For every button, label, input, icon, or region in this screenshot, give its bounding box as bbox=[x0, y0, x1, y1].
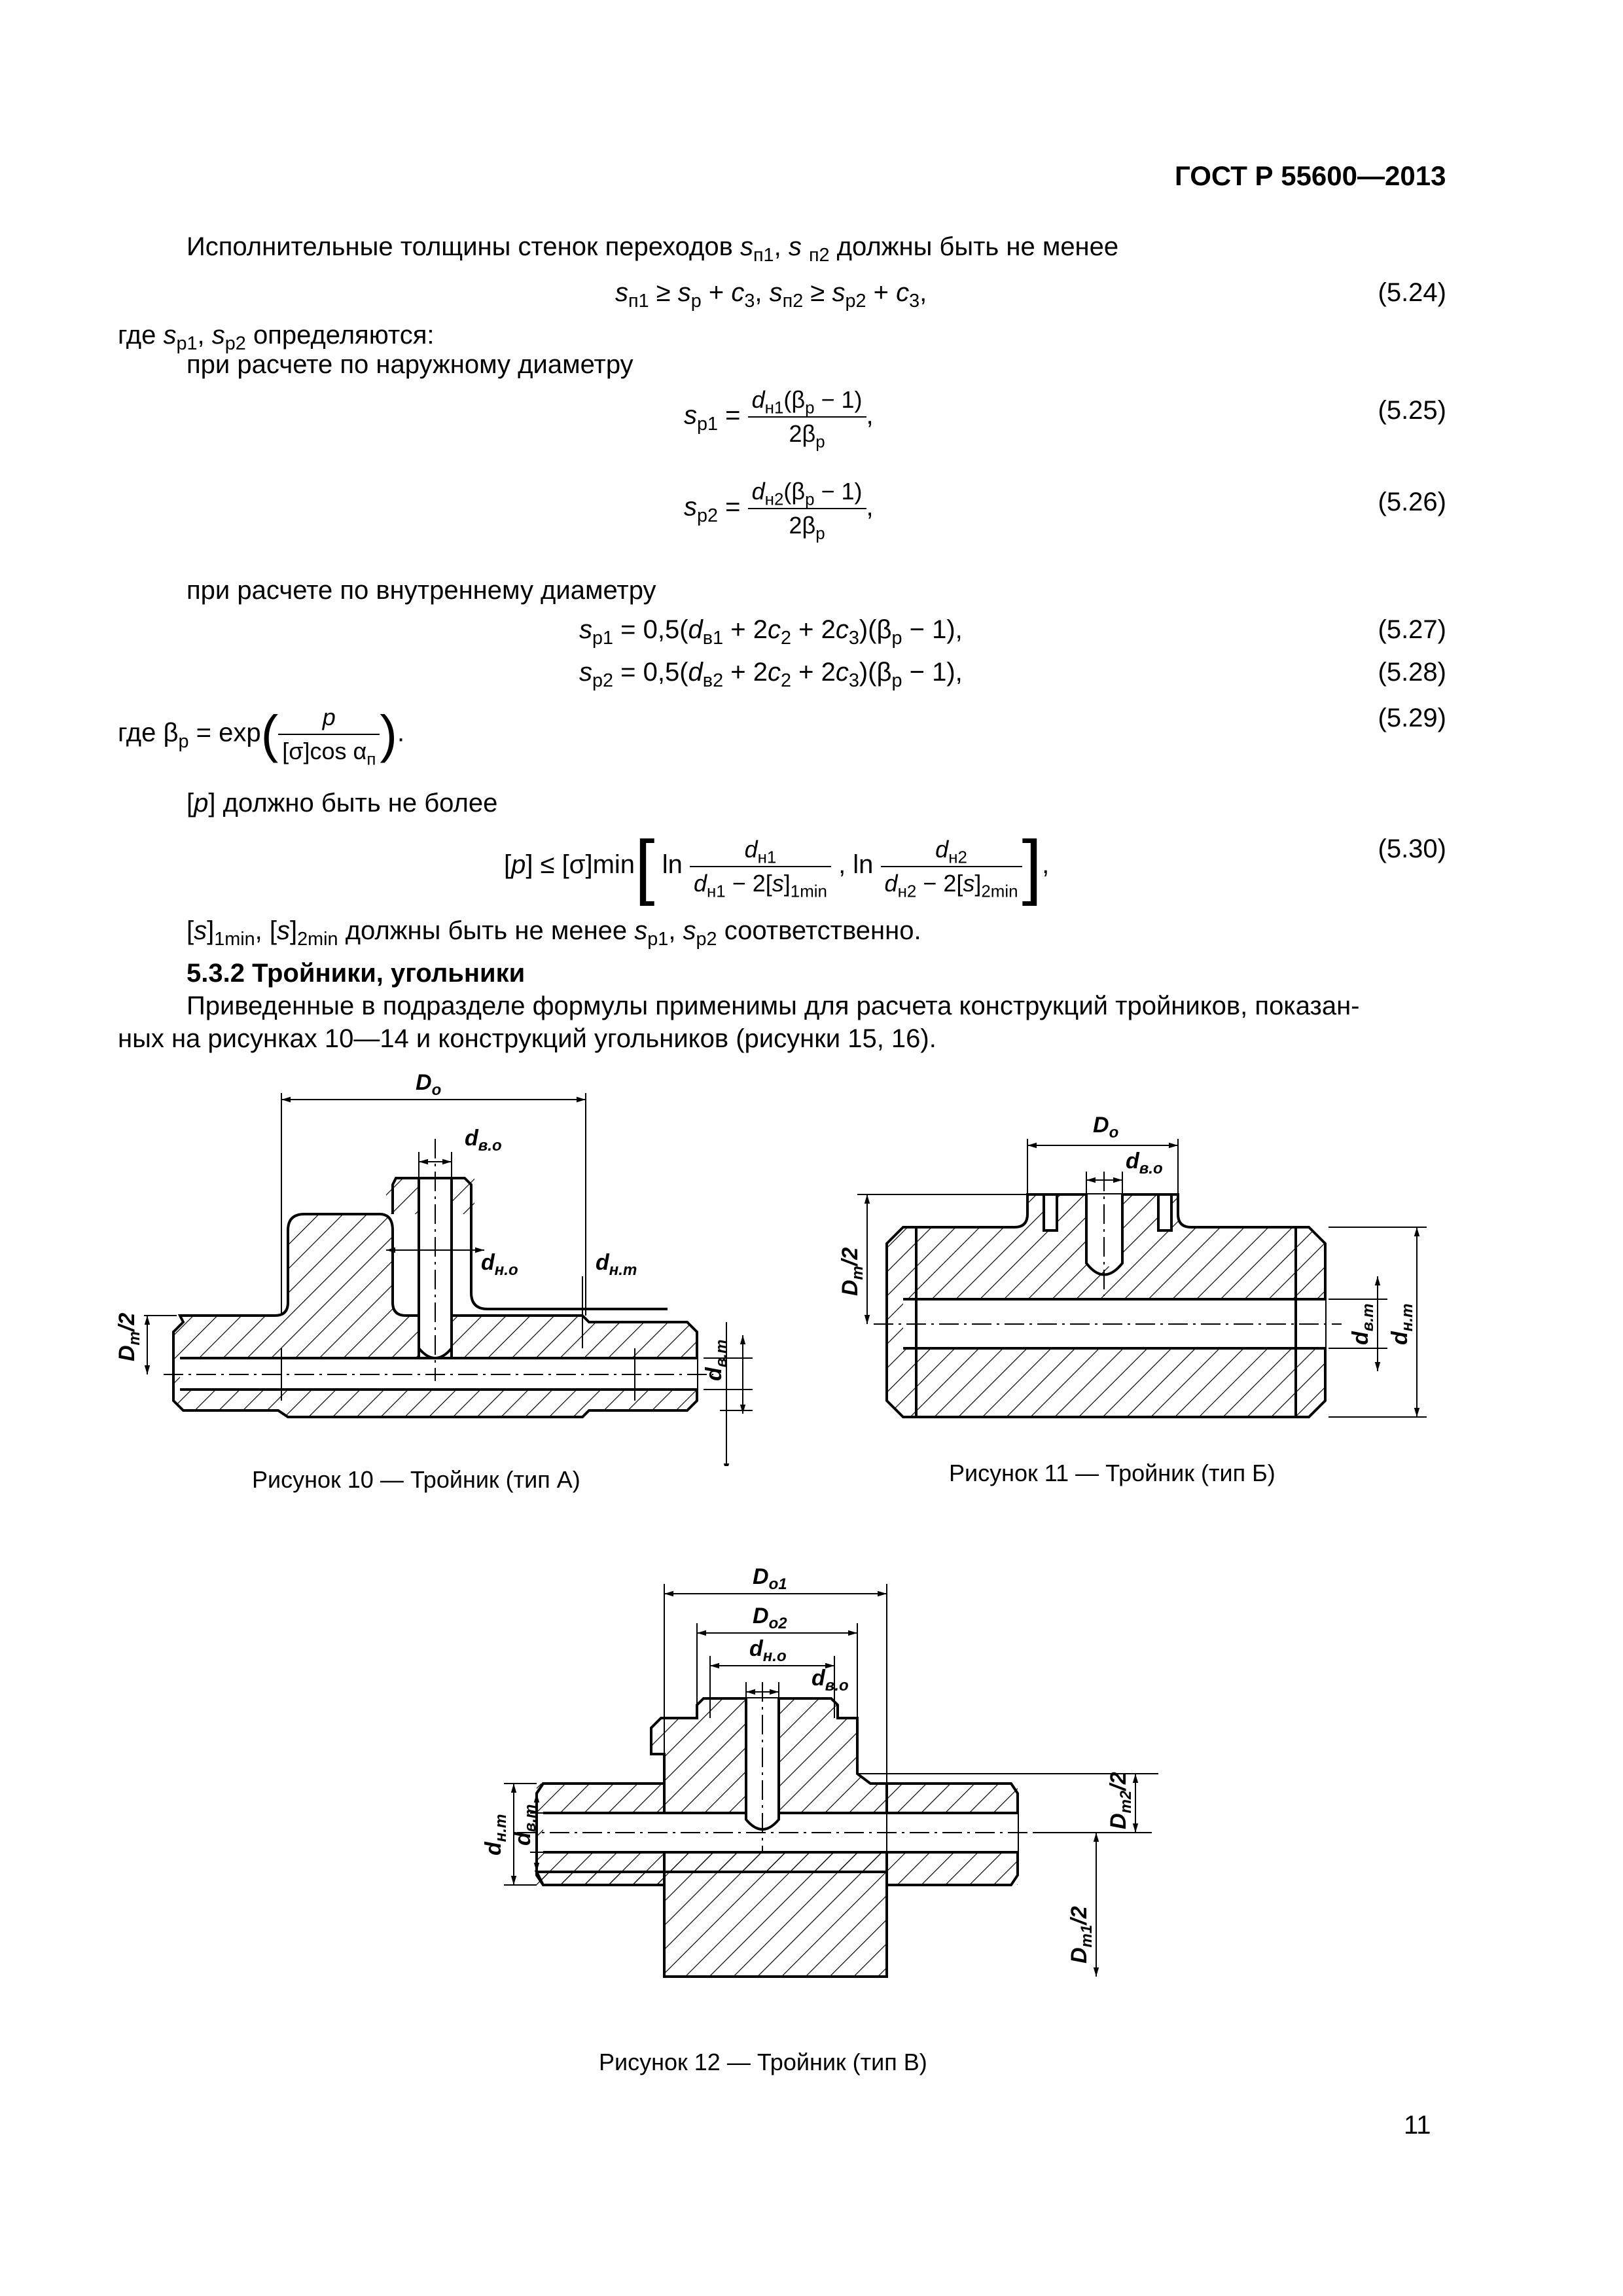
figure-12-caption: Рисунок 12 — Тройник (тип В) bbox=[599, 2049, 927, 2075]
eq-number-5-27: (5.27) bbox=[1378, 615, 1447, 644]
paragraph-line-2: ных на рисунках 10—14 и конструкций угол… bbox=[118, 1024, 936, 1053]
eq-number-5-26: (5.26) bbox=[1378, 488, 1447, 516]
figure-11-caption: Рисунок 11 — Тройник (тип Б) bbox=[949, 1460, 1275, 1486]
formula-5-29: где βр = exp(p[σ]cos αп). bbox=[118, 704, 405, 769]
svg-text:dн.т: dн.т bbox=[1387, 1304, 1416, 1345]
where-line-1: где sр1, sр2 определяются: bbox=[118, 321, 435, 355]
formula-5-24: sп1 ≥ sр + c3, sп2 ≥ sр2 + c3, bbox=[615, 278, 927, 312]
p-limit-line: [p] должно быть не более bbox=[187, 789, 498, 817]
svg-text:Dт2/2: Dт2/2 bbox=[1106, 1772, 1135, 1829]
formula-5-26: sр2 = dн2(βр − 1)2βр, bbox=[684, 478, 874, 543]
standard-header: ГОСТ Р 55600—2013 bbox=[1175, 160, 1446, 191]
outer-diameter-label: при расчете по наружному диаметру bbox=[187, 350, 633, 379]
eq-number-5-30: (5.30) bbox=[1378, 834, 1447, 863]
svg-text:dн.о: dн.о bbox=[481, 1250, 518, 1279]
formula-5-28: sр2 = 0,5(dв2 + 2c2 + 2c3)(βр − 1), bbox=[579, 658, 963, 692]
svg-text:Dт1/2: Dт1/2 bbox=[1067, 1906, 1096, 1964]
formula-5-27: sр1 = 0,5(dв1 + 2c2 + 2c3)(βр − 1), bbox=[579, 615, 963, 649]
svg-text:dн.т: dн.т bbox=[481, 1814, 510, 1856]
svg-text:Dо1: Dо1 bbox=[753, 1564, 787, 1593]
eq-number-5-28: (5.28) bbox=[1378, 658, 1447, 687]
page-number: 11 bbox=[1404, 2111, 1431, 2140]
svg-text:dв.т: dв.т bbox=[510, 1804, 539, 1846]
svg-text:dв.о: dв.о bbox=[465, 1126, 502, 1155]
eq-number-5-25: (5.25) bbox=[1378, 396, 1447, 425]
figure-10-drawing: Dо dв.о dн.о dн.т Dт/2 dв.т bbox=[115, 1073, 753, 1466]
svg-text:Dо2: Dо2 bbox=[753, 1604, 787, 1632]
figure-11-drawing: Dо dв.о Dт/2 dв.т dн.т bbox=[838, 1113, 1427, 1418]
eq-number-5-29: (5.29) bbox=[1378, 704, 1447, 732]
inner-diameter-label: при расчете по внутреннему диаметру bbox=[187, 576, 656, 605]
figure-12-drawing: Dо1 Dо2 dн.о dв.о dн.т bbox=[481, 1564, 1158, 1978]
svg-text:dв.т: dв.т bbox=[702, 1340, 730, 1381]
figure-10-caption: Рисунок 10 — Тройник (тип А) bbox=[252, 1466, 580, 1493]
svg-text:dн.т: dн.т bbox=[596, 1250, 637, 1279]
svg-text:Dт/2: Dт/2 bbox=[838, 1247, 866, 1296]
intro-line: Исполнительные толщины стенок переходов … bbox=[187, 232, 1119, 266]
svg-text:dн.о: dн.о bbox=[749, 1636, 787, 1665]
section-heading: 5.3.2 Тройники, угольники bbox=[187, 959, 526, 988]
svg-text:dв.о: dв.о bbox=[1126, 1149, 1163, 1177]
smin-line: [s]1min, [s]2min должны быть не менее sр… bbox=[187, 916, 921, 950]
svg-text:Dт/2: Dт/2 bbox=[115, 1313, 143, 1361]
paragraph-line-1: Приведенные в подразделе формулы примени… bbox=[187, 992, 1360, 1020]
eq-number-5-24: (5.24) bbox=[1378, 278, 1447, 307]
svg-text:dв.т: dв.т bbox=[1348, 1304, 1377, 1345]
svg-text:Dо: Dо bbox=[1093, 1113, 1118, 1141]
svg-text:Dо: Dо bbox=[416, 1073, 441, 1099]
svg-text:dв.о: dв.о bbox=[812, 1666, 849, 1695]
formula-5-25: sр1 = dн1(βр − 1)2βр, bbox=[684, 386, 874, 452]
